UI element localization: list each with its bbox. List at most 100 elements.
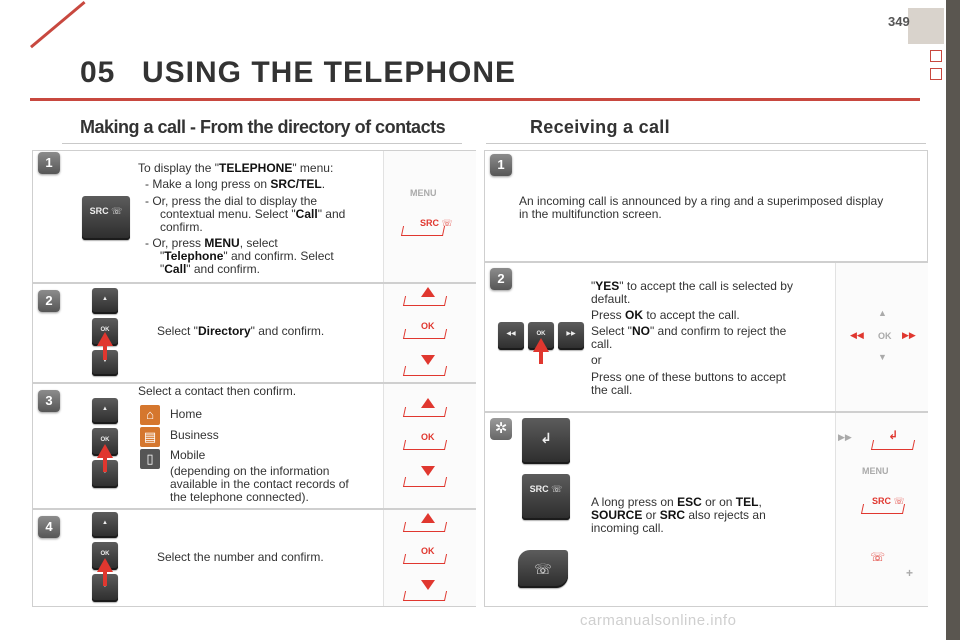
step-text: Press one of these buttons to accept: [591, 370, 786, 384]
step-text: Select the number and confirm.: [157, 550, 324, 564]
watermark: carmanualsonline.info: [580, 612, 737, 629]
side-marker-box: [930, 50, 942, 62]
illustration-panel: [835, 263, 928, 411]
button-outline: [402, 329, 448, 339]
chapter-title: USING THE TELEPHONE: [142, 56, 517, 89]
step-text: Select "Directory" and confirm.: [157, 324, 325, 338]
step-badge: 1: [490, 154, 512, 176]
button-outline: [402, 440, 448, 450]
page-edge-strip: [946, 0, 960, 640]
step-text: To display the "TELEPHONE" menu:: [138, 161, 334, 175]
section-title-making-call: Making a call - From the directory of co…: [80, 117, 446, 137]
src-button[interactable]: SRC ☏: [522, 474, 570, 520]
step-note: available in the contact records of: [170, 477, 349, 491]
step-text: - Make a long press on SRC/TEL.: [145, 177, 326, 191]
pointer-arrow: [539, 352, 543, 364]
button-outline: [400, 226, 446, 236]
button-outline: [402, 366, 448, 376]
step-badge: 1: [38, 152, 60, 174]
step-text: "Telephone" and confirm. Select: [160, 249, 334, 263]
button-outline: [402, 554, 448, 564]
step-badge: 4: [38, 516, 60, 538]
previous-button[interactable]: ◀◀: [498, 322, 524, 350]
step-text: incoming call.: [591, 521, 664, 535]
button-outline: [870, 440, 916, 450]
pointer-arrow: [97, 444, 113, 458]
ok-label: OK: [421, 432, 435, 442]
previous-arrow-icon: ◀◀: [850, 330, 864, 340]
up-arrow-icon: [421, 513, 435, 523]
step-badge: 3: [38, 390, 60, 412]
section-title-rule: [62, 143, 462, 144]
pointer-arrow: [103, 458, 107, 472]
step-text: - Or, press MENU, select: [145, 236, 278, 250]
step-text: or: [591, 353, 602, 367]
ok-label: OK: [878, 331, 892, 341]
phone-icon: ☏: [870, 550, 886, 564]
esc-button[interactable]: ↲: [522, 418, 570, 464]
step-note: (depending on the information: [170, 464, 330, 478]
button-outline: [402, 591, 448, 601]
contact-type-mobile: Mobile: [170, 448, 206, 462]
step-text: Select "NO" and confirm to reject the: [591, 324, 787, 338]
header-accent-line: [30, 1, 86, 49]
step-text: Press OK to accept the call.: [591, 308, 740, 322]
pointer-arrow: [533, 338, 549, 352]
button-outline: [402, 522, 448, 532]
step-text: A long press on ESC or on TEL,: [591, 495, 762, 509]
next-button[interactable]: ▶▶: [558, 322, 584, 350]
step-panel-right-1: [484, 150, 928, 262]
down-arrow-icon: [421, 580, 435, 590]
src-label: SRC ☏: [872, 496, 905, 506]
step-text: "YES" to accept the call is selected by: [591, 279, 793, 293]
contact-type-business: Business: [170, 428, 219, 442]
next-arrow-icon: ▶▶: [838, 432, 852, 442]
step-text: default.: [591, 292, 631, 306]
up-button[interactable]: ▲: [92, 288, 118, 314]
mobile-icon: ▯: [140, 449, 160, 469]
src-tel-button[interactable]: SRC ☏: [82, 196, 130, 240]
ok-label: OK: [421, 321, 435, 331]
step-text: in the multifunction screen.: [519, 207, 662, 221]
step-text: confirm.: [160, 220, 203, 234]
step-note: the telephone connected).: [170, 490, 309, 504]
button-outline: [860, 504, 906, 514]
pointer-arrow: [103, 346, 107, 360]
step-text: call.: [591, 337, 613, 351]
settings-gear-icon: ✲: [490, 418, 512, 440]
pointer-arrow: [97, 332, 113, 346]
ok-label: OK: [421, 546, 435, 556]
illustration-panel: [383, 510, 476, 606]
up-button[interactable]: ▲: [92, 398, 118, 424]
up-arrow-icon: ▲: [878, 308, 887, 318]
step-text: SOURCE or SRC also rejects an: [591, 508, 766, 522]
menu-label: MENU: [862, 466, 889, 476]
step-text: Select a contact then confirm.: [138, 384, 297, 398]
return-arrow-icon: ↲: [888, 428, 899, 442]
step-text: "Call" and confirm.: [160, 262, 260, 276]
step-text: An incoming call is announced by a ring …: [519, 194, 884, 208]
button-outline: [402, 407, 448, 417]
next-arrow-icon: ▶▶: [902, 330, 916, 340]
illustration-panel: [383, 284, 476, 382]
pointer-arrow: [97, 558, 113, 572]
plus-icon: +: [906, 566, 914, 580]
section-title-receiving-call: Receiving a call: [530, 117, 670, 137]
tel-button[interactable]: ☏: [518, 550, 568, 588]
chapter-number: 05: [80, 56, 116, 89]
business-icon: ▤: [140, 427, 160, 447]
step-text: the call.: [591, 383, 633, 397]
header-rule: [30, 98, 920, 101]
button-outline: [402, 477, 448, 487]
up-button[interactable]: ▲: [92, 512, 118, 538]
menu-label: MENU: [410, 188, 437, 198]
step-text: - Or, press the dial to display the: [145, 194, 318, 208]
up-arrow-icon: [421, 398, 435, 408]
step-badge: 2: [38, 290, 60, 312]
button-outline: [402, 296, 448, 306]
side-marker-box: [930, 68, 942, 80]
up-arrow-icon: [421, 287, 435, 297]
page-corner-tab: [908, 8, 944, 44]
illustration-panel: [383, 151, 476, 282]
step-badge: 2: [490, 268, 512, 290]
